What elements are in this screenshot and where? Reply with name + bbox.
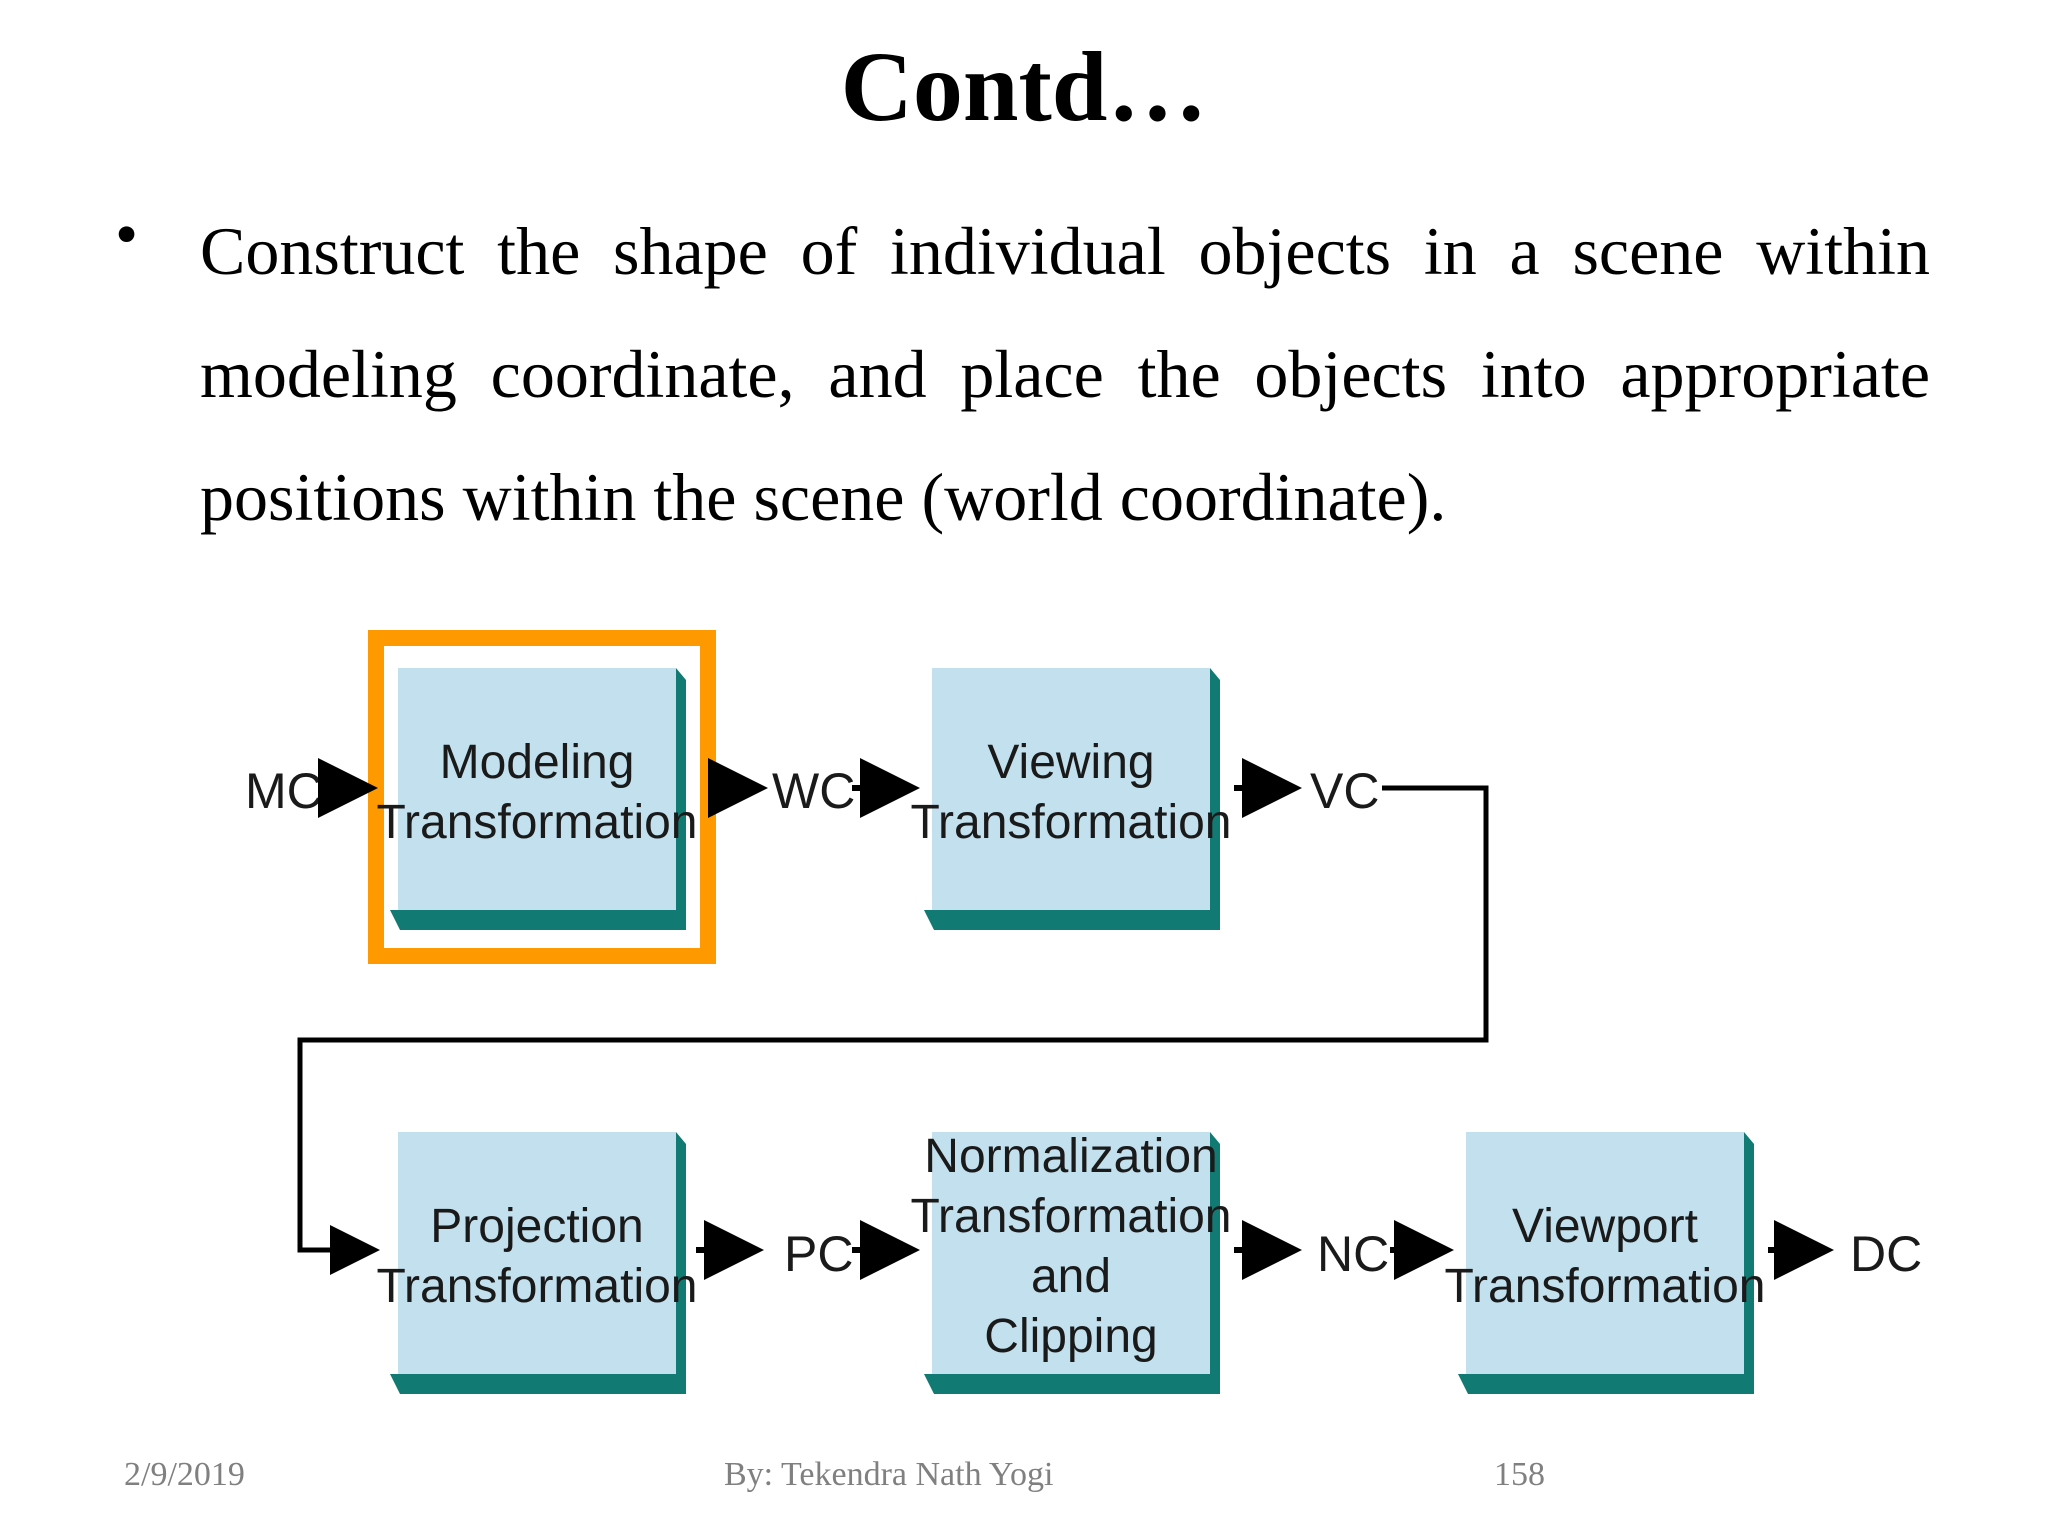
box-label-line: Transformation [377, 1260, 698, 1313]
box-label-line: Viewport [1512, 1200, 1698, 1253]
footer-page-number: 158 [1494, 1456, 1545, 1493]
coord-label-vc: VC [1310, 763, 1379, 819]
viewport-transformation-box: Viewport Transformation [1445, 1132, 1766, 1394]
coord-label-nc: NC [1317, 1226, 1389, 1282]
box-label-line: Modeling [440, 736, 635, 789]
viewing-transformation-box: Viewing Transformation [911, 668, 1232, 930]
coord-label-wc: WC [772, 763, 855, 819]
box-label-line: Transformation [911, 1190, 1232, 1243]
box-label-line: Projection [430, 1200, 643, 1253]
box-label-line: Viewing [987, 736, 1154, 789]
box-label-line: and [1031, 1250, 1111, 1303]
box-label-line: Transformation [1445, 1260, 1766, 1313]
box-face [932, 1132, 1210, 1374]
modeling-transformation-box: Modeling Transformation [377, 668, 698, 930]
footer-author: By: Tekendra Nath Yogi [724, 1456, 1054, 1493]
box-label-line: Transformation [377, 796, 698, 849]
box-label-line: Clipping [984, 1310, 1157, 1363]
box-label-line: Normalization [924, 1130, 1217, 1183]
box-label-line: Transformation [911, 796, 1232, 849]
coord-label-dc: DC [1850, 1226, 1922, 1282]
slide-title: Contd… [840, 31, 1208, 142]
box-face [1466, 1132, 1744, 1374]
box-face [932, 668, 1210, 910]
connector-vc-to-projection [297, 785, 1489, 1275]
coord-label-mc: MC [245, 763, 323, 819]
coord-label-pc: PC [784, 1226, 853, 1282]
box-face [398, 1132, 676, 1374]
projection-transformation-box: Projection Transformation [377, 1132, 698, 1394]
footer-date: 2/9/2019 [124, 1456, 245, 1493]
bullet-icon: • [115, 198, 139, 271]
box-face [398, 668, 676, 910]
bullet-text: Construct the shape of individual object… [200, 213, 1930, 535]
normalization-transformation-box: Normalization Transformation and Clippin… [911, 1130, 1232, 1394]
